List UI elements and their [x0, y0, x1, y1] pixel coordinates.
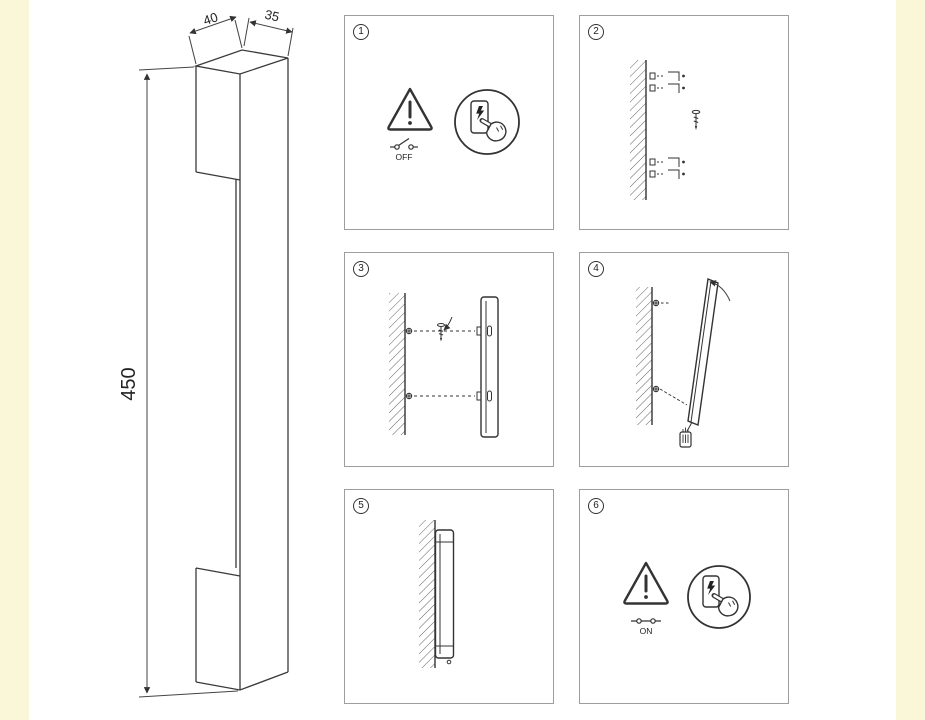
- step-number-badge: 6: [588, 498, 604, 514]
- step-number-badge: 2: [588, 24, 604, 40]
- fixture-rear-view: [476, 296, 499, 438]
- connector-icon: [679, 421, 693, 448]
- on-label: ON: [640, 626, 653, 636]
- wall-hatch: [389, 293, 406, 435]
- warning-triangle-icon: [623, 561, 669, 605]
- fixture-tilted: [687, 278, 719, 426]
- step-number-badge: 5: [353, 498, 369, 514]
- step-panel-3: 3: [344, 252, 554, 467]
- wall-screw-bottom: [405, 392, 475, 400]
- step-1-drawing: OFF: [387, 87, 520, 162]
- keyhole-slot-top: [487, 325, 492, 337]
- depth-dimension-label: 35: [263, 7, 280, 25]
- step-panel-5: 5: [344, 489, 554, 704]
- instruction-sheet: 450 40 35 1: [29, 0, 896, 720]
- height-dimension-label: 450: [118, 367, 140, 400]
- power-on-switch-icon: [631, 618, 661, 624]
- mounting-bracket-icons-top: [649, 71, 685, 93]
- step-number-badge: 4: [588, 261, 604, 277]
- wall-screw-top: [405, 327, 475, 335]
- hand-icon: [711, 593, 739, 617]
- switch-plate: [470, 100, 489, 134]
- keyhole-slot-bottom: [487, 390, 492, 402]
- hand-icon: [479, 118, 507, 142]
- step-panel-2: 2: [579, 15, 789, 230]
- off-label: OFF: [396, 152, 413, 162]
- power-off-switch-icon: [390, 138, 418, 150]
- screw-icon: [437, 316, 453, 342]
- breaker-detail-circle: [454, 89, 520, 155]
- lightning-bolt-icon: [707, 581, 716, 595]
- exclamation-dot: [644, 595, 648, 599]
- exclamation-dot: [408, 121, 412, 125]
- height-dimension: [138, 66, 239, 698]
- step-number-badge: 3: [353, 261, 369, 277]
- lamp-fixture-outline: [193, 49, 289, 691]
- wall-screw-top: [652, 299, 671, 307]
- depth-dimension: [243, 17, 294, 57]
- width-dimension-label: 40: [201, 9, 220, 28]
- instruction-steps: 1 OFF: [344, 15, 789, 704]
- fixture-mounted: [434, 529, 455, 665]
- wall-hatch: [636, 287, 653, 425]
- step-panel-4: 4: [579, 252, 789, 467]
- wall-hatch: [630, 60, 647, 200]
- lightning-bolt-icon: [476, 106, 485, 120]
- step-3-drawing: [389, 293, 499, 438]
- step-panel-1: 1 OFF: [344, 15, 554, 230]
- wall-hatch: [419, 520, 436, 668]
- step-4-drawing: [636, 278, 731, 448]
- step-6-drawing: ON: [623, 561, 751, 636]
- step-2-drawing: [630, 60, 701, 200]
- step-panel-6: 6 ON: [579, 489, 789, 704]
- step-number-badge: 1: [353, 24, 369, 40]
- step-5-drawing: [419, 520, 455, 668]
- switch-plate: [702, 575, 720, 608]
- rotate-toward-wall-arrow: [709, 280, 731, 302]
- mounting-bracket-icons-bottom: [649, 157, 685, 179]
- warning-triangle-icon: [387, 87, 433, 131]
- breaker-detail-circle: [687, 565, 751, 629]
- wall-screw-bottom: [652, 385, 688, 406]
- dimension-drawing: 450 40 35: [118, 7, 294, 698]
- screw-icon: [691, 109, 701, 130]
- width-dimension: [188, 15, 243, 65]
